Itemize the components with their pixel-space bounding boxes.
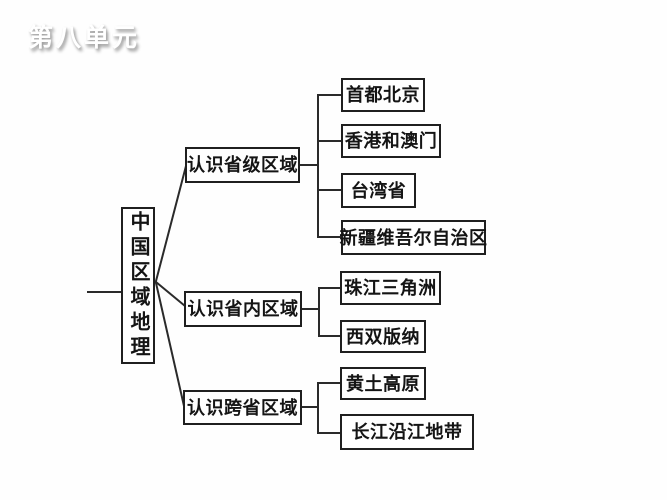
node-leaf-pearl-river-delta: 珠江三角洲: [340, 271, 441, 305]
node-leaf-hongkong-macau: 香港和澳门: [341, 124, 441, 158]
node-branch-cross-provincial: 认识跨省区域: [183, 390, 302, 425]
node-branch-intra-provincial: 认识省内区域: [184, 291, 302, 327]
node-leaf-yangtze-belt: 长江沿江地带: [340, 414, 474, 450]
node-branch-provincial: 认识省级区域: [185, 147, 300, 183]
page-title: 第八单元: [28, 24, 141, 52]
node-leaf-taiwan: 台湾省: [341, 173, 416, 208]
node-leaf-xishuangbanna: 西双版纳: [340, 320, 426, 353]
edge-root-branch-1: [154, 164, 188, 283]
node-leaf-loess-plateau: 黄土高原: [340, 367, 426, 400]
node-root: 中国区域地理: [121, 207, 155, 364]
node-leaf-xinjiang: 新疆维吾尔自治区: [340, 220, 487, 255]
node-leaf-beijing: 首都北京: [341, 78, 425, 112]
edge-root-branch-3: [154, 281, 186, 408]
edge-root-branch-2: [154, 280, 187, 308]
